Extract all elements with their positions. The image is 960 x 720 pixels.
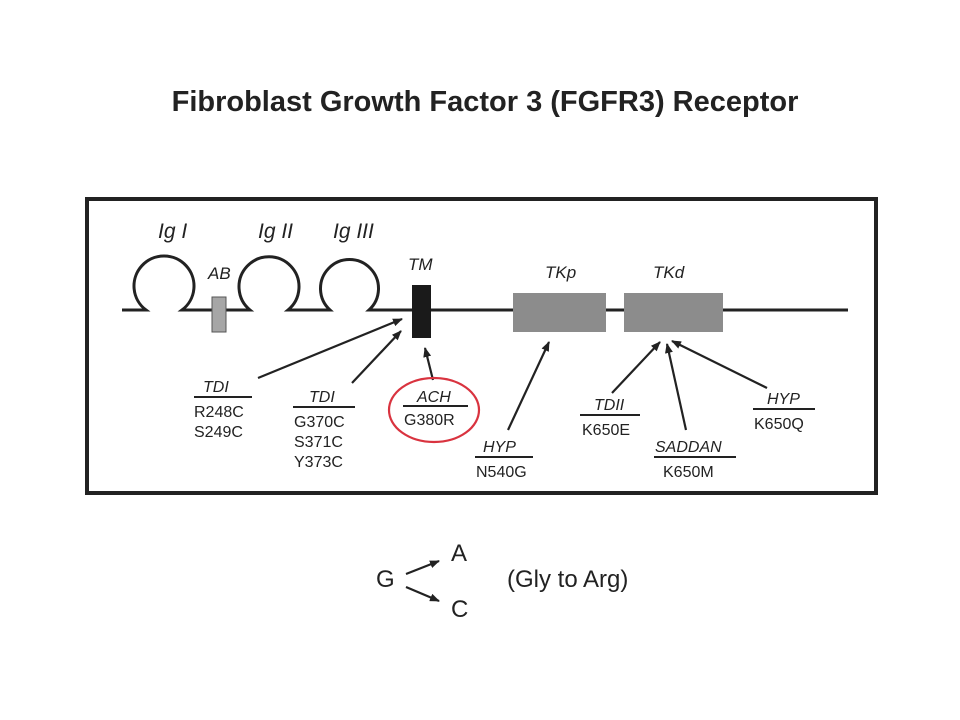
mutation-group-saddan: SADDAN K650M (654, 439, 736, 481)
disease-label: TDI (309, 389, 335, 406)
tkd-label: TKd (653, 263, 685, 282)
mutation-group-hyp-1: HYP N540G (475, 439, 533, 481)
mutation-code: R248C (194, 404, 244, 421)
mutation-code: S249C (194, 424, 243, 441)
tkp-label: TKp (545, 263, 576, 282)
substitution-arrow-down (405, 585, 440, 603)
mutation-group-tdi-1: TDI R248C S249C (194, 379, 252, 441)
substitution-to-top: A (451, 540, 467, 567)
mutation-code: K650M (663, 464, 714, 481)
disease-label: TDII (594, 397, 625, 414)
mutation-code: G380R (404, 412, 455, 429)
disease-label: HYP (767, 391, 800, 408)
ab-domain-block (211, 296, 227, 333)
substitution-note: (Gly to Arg) (507, 566, 628, 593)
tm-label: TM (408, 255, 433, 274)
tm-domain-block (412, 285, 431, 338)
diagram-frame (85, 197, 878, 495)
disease-label: SADDAN (655, 439, 722, 456)
receptor-backbone (122, 254, 848, 312)
arrow-ach (423, 347, 435, 381)
tkd-domain-block (624, 293, 723, 332)
mutation-arrows (257, 317, 768, 431)
disease-label: TDI (203, 379, 229, 396)
mutation-group-hyp-2: HYP K650Q (753, 391, 815, 433)
tkp-domain-block (513, 293, 606, 332)
disease-label: ACH (416, 389, 451, 406)
substitution-diagram: G A C (Gly to Arg) (376, 540, 628, 623)
mutation-code: K650Q (754, 416, 804, 433)
mutation-code: Y373C (294, 454, 343, 471)
arrow-tdi-1 (257, 317, 403, 380)
arrow-hyp-1 (507, 341, 550, 431)
mutation-code: G370C (294, 414, 345, 431)
mutation-code: K650E (582, 422, 630, 439)
ach-highlight-circle (387, 376, 481, 444)
substitution-arrow-up (405, 559, 440, 576)
arrow-tdi-2 (351, 330, 402, 384)
ig3-label: Ig III (333, 220, 374, 243)
substitution-to-bottom: C (451, 596, 468, 623)
mutation-code: N540G (476, 464, 527, 481)
mutation-group-tdii: TDII K650E (580, 397, 640, 439)
arrow-hyp-2 (671, 340, 768, 389)
disease-label: HYP (483, 439, 516, 456)
ab-label: AB (207, 264, 231, 283)
arrow-tdii (611, 341, 661, 394)
ig1-label: Ig I (158, 220, 187, 243)
mutation-group-ach: ACH G380R (403, 389, 468, 429)
substitution-from: G (376, 566, 395, 593)
mutation-code: S371C (294, 434, 343, 451)
mutation-group-tdi-2: TDI G370C S371C Y373C (293, 389, 355, 471)
arrow-saddan (665, 343, 688, 431)
ig2-label: Ig II (258, 220, 293, 243)
page-title: Fibroblast Growth Factor 3 (FGFR3) Recep… (171, 86, 799, 118)
